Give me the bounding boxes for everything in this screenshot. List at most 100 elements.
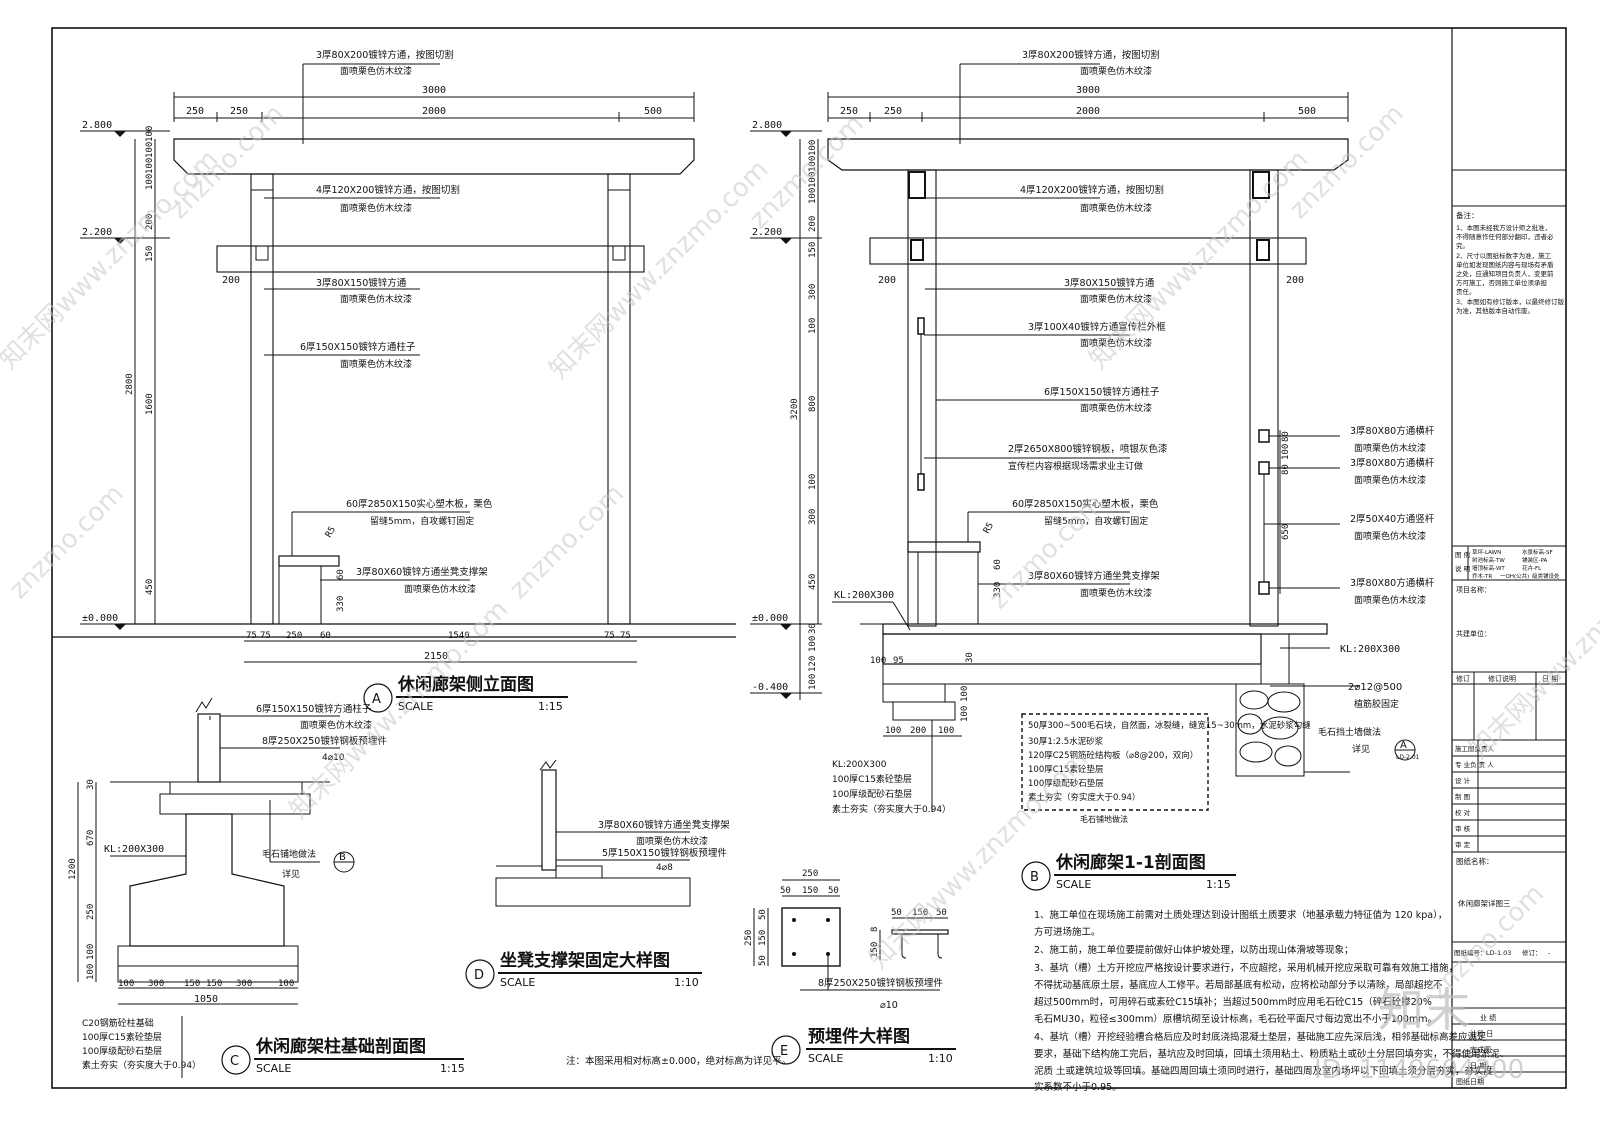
view-b-section: 2.800 2.200 ±0.000 -0.400 250 250 2000 5…: [750, 49, 1435, 891]
dim-left-e-1: 50: [758, 909, 768, 920]
dim-left-c-2: 670: [86, 830, 96, 846]
label-b-3: 3厚80X150镀锌方通: [1064, 277, 1155, 289]
note-datum: 注：本图采用相对标高±0.000，绝对标高为详见平。: [566, 1055, 791, 1067]
tb-drawing-name: 休闲廊架详图三: [1458, 898, 1511, 908]
level-2800-b: 2.800: [752, 120, 782, 131]
label-c-1b: 面喷栗色仿木纹漆: [300, 719, 372, 731]
label-a-1: 3厚80X200镀锌方通，按图切割: [316, 49, 454, 61]
dim-left-c-1: 30: [86, 779, 96, 790]
stone-ref-b: 详见: [1352, 743, 1370, 755]
dim-left-b-bl6: 100: [960, 706, 970, 722]
dim-right-b-1: 80: [1281, 431, 1291, 442]
label-b-7b: 留缝5mm，自攻螺钉固定: [1044, 515, 1148, 527]
note-6: 超过500mm时，可用碎石或素砼C15填补；当超过500mm时应用毛石砼C15（…: [1034, 996, 1432, 1008]
label-b-4: 3厚100X40镀锌方通宣传栏外框: [1028, 321, 1166, 333]
dim-left-b-bl4: 100: [808, 674, 818, 690]
label-b-r1: 3厚80X80方通横杆: [1350, 425, 1435, 437]
label-a-1b: 面喷栗色仿木纹漆: [340, 65, 412, 77]
tb-role-3: 设 计: [1455, 776, 1471, 785]
watermark-3: 知末网www.znzmo.com: [1084, 144, 1315, 375]
dim-left-b-bl1: 30: [808, 623, 818, 634]
middle-beam-b: [869, 237, 1307, 265]
column-right-b: [1249, 169, 1279, 627]
label-a-2b: 面喷栗色仿木纹漆: [340, 202, 412, 214]
title-a-scale: 1:15: [538, 700, 563, 713]
dim-side-e-4: 150: [870, 942, 880, 958]
display-board-frame: [917, 317, 925, 335]
dim-left-b-9: 800: [808, 396, 818, 412]
structure-slab-b: [882, 633, 1262, 665]
tb-remark-5: 单位如发现图纸内容与现场有矛盾: [1456, 260, 1554, 269]
title-d-scale-word: SCALE: [500, 976, 535, 989]
dim-top-b-2: 250: [884, 106, 902, 117]
title-c-name: 休闲廊架柱基础剖面图: [255, 1036, 426, 1057]
label-e-1: 8厚250X250镀锌钢板预埋件: [818, 977, 943, 989]
label-a-2: 4厚120X200镀锌方通，按图切割: [316, 184, 460, 196]
dim-left-a-6: 150: [145, 246, 155, 262]
level-2200-b: 2.200: [752, 227, 782, 238]
title-d-name: 坐凳支撑架固定大样图: [500, 950, 670, 971]
dim-left-a-2: 100: [145, 126, 155, 142]
tb-remarks-title: 备注：: [1456, 210, 1479, 220]
watermark-id: ID: 1149604300: [1314, 1055, 1524, 1085]
label-b-4b: 面喷栗色仿木纹漆: [1080, 337, 1152, 349]
dim-top-b-total: 3000: [1076, 85, 1100, 96]
label-b-3b: 面喷栗色仿木纹漆: [1080, 293, 1152, 305]
watermark-7: znzmo.com: [4, 479, 130, 605]
label-b-2b: 面喷栗色仿木纹漆: [1080, 202, 1152, 214]
note-1: 1、施工单位在现场施工前需对土质处理达到设计图纸土质要求（地基承载力特征值为 1…: [1034, 909, 1447, 921]
tb-role-5: 校 对: [1455, 808, 1471, 817]
layer-l-b-1: KL:200X300: [832, 760, 887, 770]
label-b-r1b: 面喷栗色仿木纹漆: [1354, 442, 1426, 454]
dim-left-a-4: 100: [145, 174, 155, 190]
note-10: 泥质 土或建筑垃圾等回填。基础四周回填土须同时进行，基础四周及室内场坪以下回填土…: [1034, 1065, 1494, 1077]
joint-right-a: [612, 245, 626, 261]
level-neg-b: -0.400: [752, 682, 788, 693]
dim-left-c-total: 1200: [68, 858, 78, 880]
tb-roles: 施工图负责人 专 业负 责 人 设 计 制 图 校 对 审 核 审 定: [1452, 740, 1566, 853]
view-a-side-elevation: 2.800 2.200 ±0.000 250 250 2000 500 3000…: [80, 49, 736, 713]
dim-top-b-3: 2000: [1076, 106, 1100, 117]
label-c-2: 8厚250X250镀锌钢板预埋件: [262, 735, 387, 747]
dim-small-b-3: 30: [965, 652, 975, 663]
dim-60-a: 60: [336, 569, 346, 580]
bottom-dimensions-a: 75 75 250 60 1540 75 75 2150: [244, 631, 637, 663]
label-b-r2: 3厚80X80方通横杆: [1350, 457, 1435, 469]
dim-bot-a-6: 75: [604, 631, 615, 641]
tb-row-1: 业 绩: [1480, 1013, 1496, 1022]
tb-legend-item-8: 一OH(公共): [1500, 572, 1529, 580]
tb-project-name: 项目名称：: [1456, 585, 1491, 594]
view-c-foundation: 30 670 250 100 100 1200 100 300 150 150 …: [68, 697, 465, 1078]
title-a-name: 休闲廊架侧立面图: [397, 674, 534, 695]
tb-row-3: 完成图: [1470, 1045, 1491, 1054]
note-3: 2、施工前，施工单位要提前做好山体护坡处理，以防出现山体滑坡等现象；: [1034, 944, 1354, 956]
tb-client: 共建单位：: [1456, 629, 1491, 638]
label-d-2: 5厚150X150镀锌钢板预埋件: [602, 847, 727, 859]
view-d-bench-detail: 3厚80X60镀锌方通坐凳支撑架 面喷栗色仿木纹漆 5厚150X150镀锌钢板预…: [465, 759, 730, 989]
title-e-scale: 1:10: [928, 1052, 953, 1065]
title-d-scale: 1:10: [674, 976, 699, 989]
dim-left-b-5: 200: [808, 216, 818, 232]
kl-c: KL:200X300: [104, 844, 164, 855]
dim-left-b-10: 100: [808, 474, 818, 490]
layer-b-1: 50厚300~500毛石块，自然面，冰裂缝，缝宽15~30mm，水泥砂浆勾缝: [1028, 720, 1311, 731]
note-7: 毛石MU30，粒径≤300mm）原槽坑砌至设计标高，毛石砼平面尺寸每边宽出不小于…: [1034, 1013, 1437, 1025]
dim-top-b-4: 500: [1298, 106, 1316, 117]
tb-revision-label: 修订：: [1522, 948, 1542, 957]
dim-bot-c-total: 1050: [194, 994, 218, 1005]
label-a-4b: 面喷栗色仿木纹漆: [340, 358, 412, 370]
layer-b-4: 100厚C15素砼垫层: [1028, 764, 1103, 775]
dim-side-e-5: 8: [870, 927, 880, 932]
dim-bot-b-3: 100: [938, 726, 954, 736]
label-a-3b: 面喷栗色仿木纹漆: [340, 293, 412, 305]
dim-side-e-2: 150: [912, 908, 928, 918]
tb-remark-3: 究。: [1456, 241, 1469, 250]
tb-role-7: 审 定: [1455, 840, 1471, 849]
watermark-8: znzmo.com: [504, 479, 630, 605]
dim-left-b-12: 450: [808, 574, 818, 590]
dim-left-b-bl5: 100: [960, 686, 970, 702]
general-notes: 注：本图采用相对标高±0.000，绝对标高为详见平。 1、施工单位在现场施工前需…: [566, 909, 1509, 1093]
level-markers-b: 2.800 2.200 ±0.000 -0.400: [750, 120, 822, 699]
label-d-1: 3厚80X60镀锌方通坐凳支撑架: [598, 819, 730, 831]
label-d-1b: 面喷栗色仿木纹漆: [636, 835, 708, 847]
